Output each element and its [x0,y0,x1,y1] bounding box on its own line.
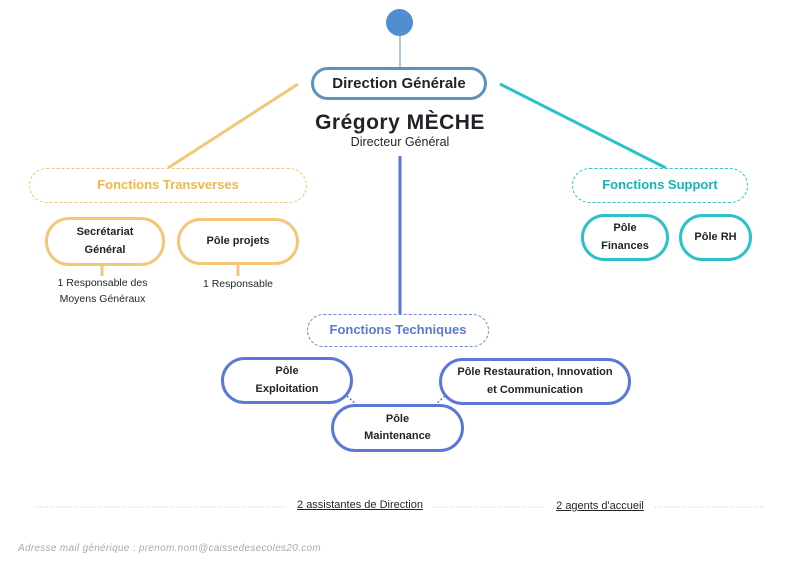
pole-restauration-box: Pôle Restauration, Innovation et Communi… [439,358,631,405]
secretariat-general-box: Secrétariat Général [45,217,165,266]
fonctions-support-box: Fonctions Support [572,168,748,203]
director-name: Grégory MÈCHE [315,111,485,134]
secretariat-note: 1 Responsable des Moyens Généraux [57,277,148,306]
support-connector [499,82,667,170]
pole-exploitation-box: Pôle Exploitation [221,357,353,404]
pole-projets-box: Pôle projets [177,218,299,265]
director-role: Directeur Général [350,135,450,149]
assistants-label: 2 assistantes de Direction [297,499,423,511]
pole-rh-box: Pôle RH [679,214,752,261]
projets-note: 1 Responsable [202,278,274,290]
top-node-dot [386,9,413,36]
fonctions-transverses-box: Fonctions Transverses [29,168,307,203]
generic-email-note: Adresse mail générique : prenom.nom@cais… [18,543,321,554]
transverses-connector [167,82,299,170]
pole-finances-box: Pôle Finances [581,214,669,261]
direction-generale-box: Direction Générale [311,67,487,100]
fonctions-techniques-box: Fonctions Techniques [307,314,489,347]
pole-maintenance-box: Pôle Maintenance [331,404,464,452]
reception-agents-label: 2 agents d'accueil [556,500,644,512]
